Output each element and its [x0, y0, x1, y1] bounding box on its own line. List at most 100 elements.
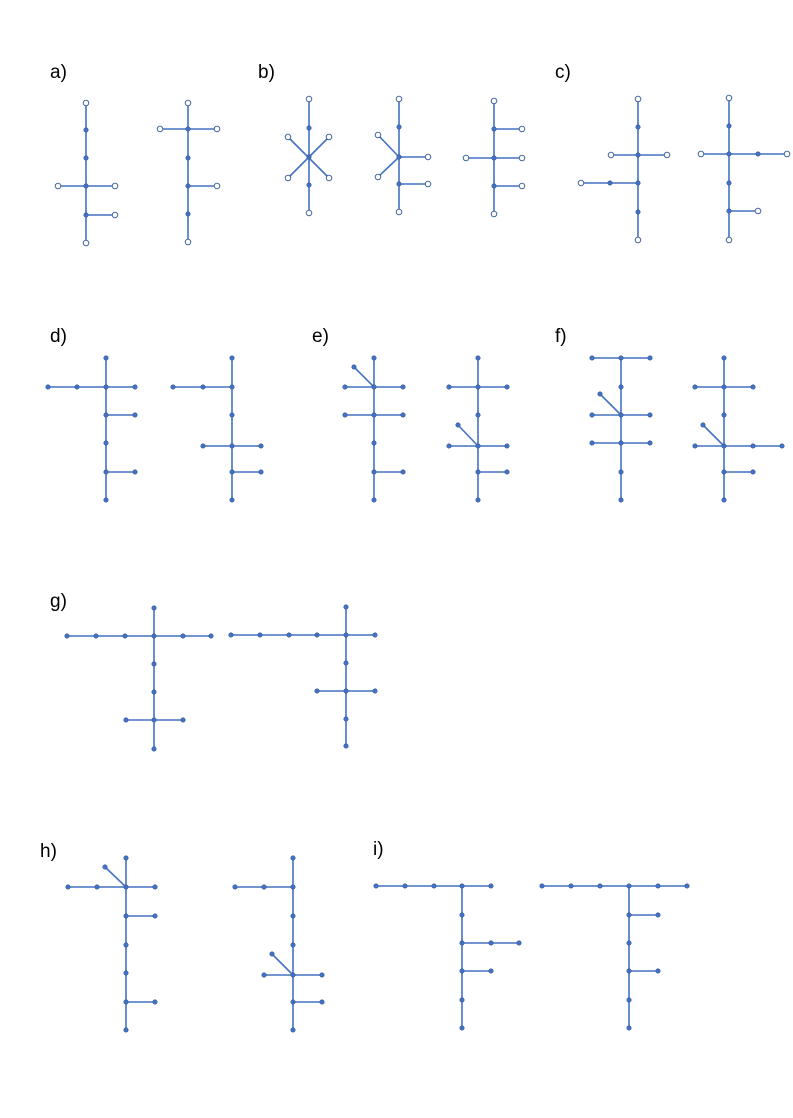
tree-d2-node	[229, 497, 235, 503]
tree-h1-node	[152, 913, 158, 919]
tree-f1-node	[618, 355, 624, 361]
tree-b3-node	[491, 183, 497, 189]
tree-e2-node	[475, 412, 481, 418]
tree-b1-open-node	[325, 174, 333, 182]
tree-e1-node	[342, 412, 348, 418]
tree-b2-node	[396, 154, 402, 160]
tree-c2-node	[755, 151, 761, 157]
tree-i2-node	[626, 883, 632, 889]
panel-label-i: i)	[373, 839, 384, 860]
tree-g1-node	[151, 746, 157, 752]
tree-h2-node	[290, 1027, 296, 1033]
tree-f1-node	[647, 440, 653, 446]
tree-i2-node	[568, 883, 574, 889]
tree-i1-node	[488, 883, 494, 889]
tree-b1-open-node	[305, 209, 313, 217]
tree-b2-edge	[377, 156, 400, 178]
tree-g2-node	[343, 743, 349, 749]
tree-g1-node	[208, 633, 214, 639]
tree-g2-node	[372, 632, 378, 638]
tree-b3-node	[491, 155, 497, 161]
tree-a2-node	[185, 155, 191, 161]
tree-c1-open-node	[577, 179, 585, 187]
panel-label-c: c)	[555, 62, 571, 83]
tree-e2-node	[504, 469, 510, 475]
tree-b1-open-node	[284, 174, 292, 182]
tree-d1-node	[132, 469, 138, 475]
tree-h1-node	[102, 864, 108, 870]
tree-h1-node	[123, 855, 129, 861]
tree-i1-node	[459, 968, 465, 974]
tree-d2-node	[200, 443, 206, 449]
tree-h1-edge	[104, 866, 127, 888]
tree-f2-edge	[702, 424, 725, 447]
tree-b3-open-node	[490, 97, 498, 105]
tree-e1-node	[351, 364, 357, 370]
tree-b2-open-node	[424, 153, 432, 161]
tree-a1-open-node	[82, 99, 90, 107]
tree-h2-node	[290, 913, 296, 919]
tree-d2-node	[229, 355, 235, 361]
tree-h2-node	[290, 999, 296, 1005]
tree-g2-node	[343, 604, 349, 610]
tree-i2-node	[626, 997, 632, 1003]
tree-a2-open-node	[156, 125, 164, 133]
tree-e1-node	[371, 384, 377, 390]
tree-d2-node	[258, 443, 264, 449]
tree-i1-node	[459, 912, 465, 918]
tree-f2-node	[721, 384, 727, 390]
tree-g1-node	[151, 717, 157, 723]
edges-layer	[47, 97, 788, 1031]
tree-h2-node	[290, 884, 296, 890]
tree-f2-node	[750, 443, 756, 449]
tree-d2-node	[229, 412, 235, 418]
tree-e2-node	[475, 384, 481, 390]
tree-b2-open-node	[374, 173, 382, 181]
tree-a2-open-node	[184, 99, 192, 107]
tree-b2-open-node	[395, 95, 403, 103]
tree-c2-open-node	[783, 150, 791, 158]
tree-h1-node	[123, 913, 129, 919]
tree-i2-node	[597, 883, 603, 889]
tree-f1-node	[589, 440, 595, 446]
tree-a1-node	[83, 155, 89, 161]
tree-a1-open-node	[111, 211, 119, 219]
tree-b1-open-node	[305, 95, 313, 103]
tree-g2-node	[286, 632, 292, 638]
tree-e2-node	[504, 443, 510, 449]
tree-b3-node	[491, 126, 497, 132]
tree-c1-node	[607, 180, 613, 186]
tree-g2-node	[314, 688, 320, 694]
tree-c1-node	[635, 152, 641, 158]
tree-d1-node	[74, 384, 80, 390]
tree-c1-open-node	[634, 95, 642, 103]
tree-i1-node	[459, 997, 465, 1003]
panel-label-d: d)	[50, 326, 67, 347]
tree-a2-open-node	[184, 238, 192, 246]
tree-h1-node	[94, 884, 100, 890]
tree-c2-node	[726, 208, 732, 214]
tree-e1-node	[400, 384, 406, 390]
tree-h1-node	[123, 942, 129, 948]
tree-c1-node	[635, 209, 641, 215]
tree-f1-node	[647, 412, 653, 418]
tree-i2-node	[626, 968, 632, 974]
nodes-layer	[45, 94, 791, 1033]
tree-c2-open-node	[725, 94, 733, 102]
tree-h1-node	[123, 1027, 129, 1033]
tree-g1-node	[64, 633, 70, 639]
tree-g2-node	[228, 632, 234, 638]
tree-f1-node	[589, 355, 595, 361]
tree-h1-node	[65, 884, 71, 890]
tree-e1-node	[400, 469, 406, 475]
tree-e2-node	[475, 469, 481, 475]
tree-a2-node	[185, 126, 191, 132]
tree-c2-open-node	[754, 207, 762, 215]
tree-g1-node	[93, 633, 99, 639]
tree-f2-node	[750, 469, 756, 475]
tree-h2-node	[290, 972, 296, 978]
tree-f2-node	[779, 443, 785, 449]
tree-i1-node	[488, 940, 494, 946]
tree-d1-node	[103, 355, 109, 361]
tree-g1-node	[123, 717, 129, 723]
